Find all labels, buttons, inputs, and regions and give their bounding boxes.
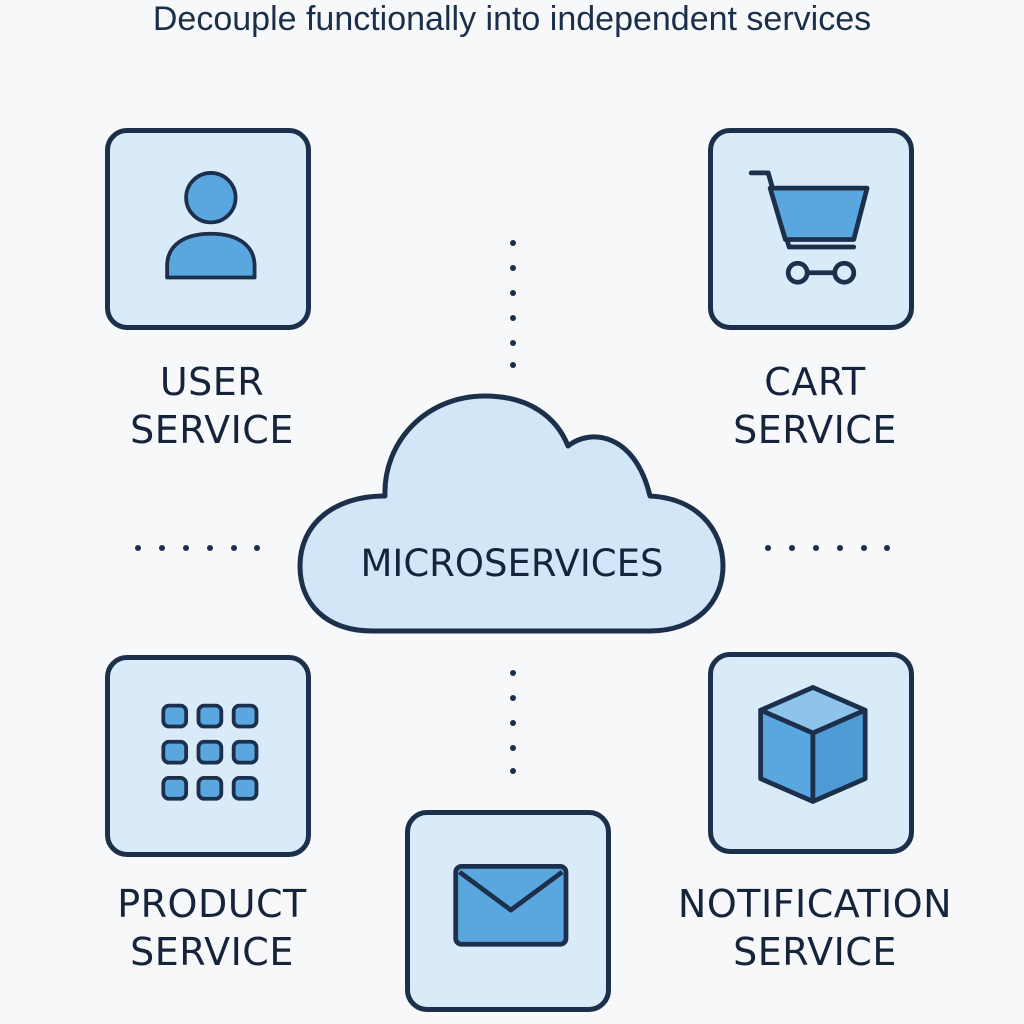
cart-service-tile: [708, 128, 914, 330]
product-service-tile: [105, 655, 311, 857]
cloud-icon: [297, 393, 726, 634]
envelope-icon: [453, 863, 569, 947]
notification-service-label: NOTIFICATION SERVICE: [655, 880, 975, 976]
connector-dots-bottom: [510, 670, 516, 774]
connector-dots-right: [765, 545, 890, 551]
cart-service-label: CART SERVICE: [655, 358, 975, 454]
shopping-cart-icon: [748, 170, 870, 285]
connector-dots-left: [135, 545, 260, 551]
notification-service-label-line2: SERVICE: [733, 930, 897, 974]
user-service-tile: [105, 128, 311, 330]
email-service-tile: [405, 810, 611, 1012]
diagram-title: Decouple functionally into independent s…: [152, 0, 872, 38]
user-service-label: USER SERVICE: [52, 358, 372, 454]
product-service-label-line1: PRODUCT: [117, 882, 307, 926]
microservices-label: MICROSERVICES: [360, 542, 664, 585]
user-icon: [165, 171, 257, 280]
notification-service-label-line1: NOTIFICATION: [677, 882, 953, 926]
connector-dots-top: [510, 240, 516, 368]
cart-service-label-line2: SERVICE: [733, 408, 897, 452]
cube-icon: [758, 685, 868, 804]
product-service-label-line2: SERVICE: [130, 930, 294, 974]
grid-icon: [161, 703, 259, 801]
user-service-label-line2: SERVICE: [130, 408, 294, 452]
user-service-label-line1: USER: [159, 360, 265, 404]
notification-service-tile: [708, 652, 914, 854]
product-service-label: PRODUCT SERVICE: [52, 880, 372, 976]
cart-service-label-line1: CART: [764, 360, 866, 404]
